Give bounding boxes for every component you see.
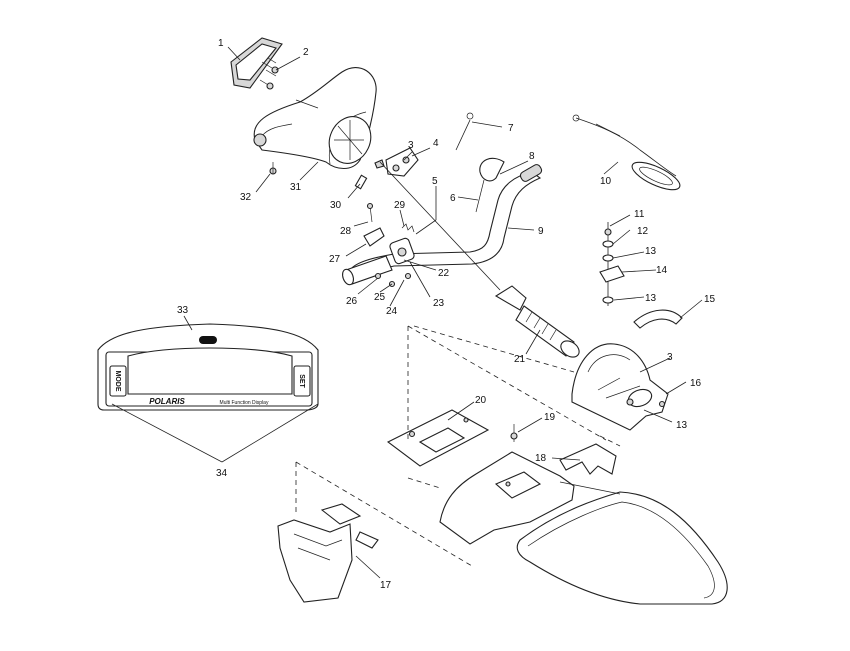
callout-23: 23	[433, 298, 445, 309]
part-17-lower-bracket	[277, 503, 379, 603]
callout-2: 2	[303, 47, 309, 58]
callout-3-top: 3	[408, 140, 414, 151]
callout-8: 8	[529, 151, 535, 162]
callout-14: 14	[656, 265, 668, 276]
callout-24: 24	[386, 306, 398, 317]
callout-18: 18	[535, 453, 547, 464]
callout-13-b: 13	[645, 293, 657, 304]
part-32-screw	[269, 162, 277, 175]
callout-1: 1	[218, 38, 224, 49]
part-30-pin	[354, 174, 368, 190]
part-1-gauge	[230, 37, 283, 89]
part-8-throttle-lever	[475, 157, 505, 213]
part-11-14-fastener-stack	[599, 222, 625, 306]
callout-7: 7	[508, 123, 514, 134]
part-4-clamp	[374, 147, 419, 177]
callout-34: 34	[216, 468, 228, 479]
part-16-steering-pedestal	[571, 343, 669, 431]
part-27-lever	[363, 227, 385, 247]
display-indicator-pill	[199, 336, 217, 344]
callout-16: 16	[690, 378, 702, 389]
callout-13-c: 13	[676, 420, 688, 431]
callout-labels: 1 2 3 4 5 6 7 8 9 10 11 12 13 14 13 15 3…	[177, 38, 716, 591]
part-33-display-bezel: MODE SET POLARIS Multi Function Display	[97, 323, 319, 411]
part-2-bolts	[259, 57, 279, 90]
part-18-hook-bracket	[559, 443, 617, 475]
display-subtitle: Multi Function Display	[220, 400, 269, 406]
part-15-arc-bracket	[633, 309, 683, 329]
part-28-screw	[366, 202, 374, 223]
callout-10: 10	[600, 176, 612, 187]
callout-31: 31	[290, 182, 302, 193]
callout-28: 28	[340, 226, 352, 237]
set-button-label: SET	[298, 374, 305, 388]
callout-11: 11	[634, 209, 645, 220]
callout-20: 20	[475, 395, 487, 406]
mode-button-label: MODE	[114, 371, 121, 392]
hull-housing	[439, 451, 728, 605]
part-19-screw	[510, 424, 518, 442]
leader-lines	[111, 46, 703, 579]
callout-3-pedestal: 3	[667, 352, 673, 363]
callout-26: 26	[346, 296, 358, 307]
callout-25: 25	[374, 292, 386, 303]
part-10-lanyard	[572, 114, 681, 191]
brand-logo-text: POLARIS	[149, 397, 185, 406]
part-24-26-small-parts	[374, 272, 412, 288]
part-31-steering-cover	[253, 66, 377, 170]
callout-27: 27	[329, 254, 341, 265]
callout-4: 4	[433, 138, 439, 149]
callout-19: 19	[544, 412, 556, 423]
callout-33: 33	[177, 305, 189, 316]
part-9-handlebar	[349, 164, 543, 281]
part-23-switch-housing	[389, 237, 415, 265]
assembly-dashed-lines	[295, 325, 621, 567]
callout-17: 17	[380, 580, 392, 591]
part-29-spring	[401, 223, 415, 233]
callout-13-a: 13	[645, 246, 657, 257]
callout-12: 12	[637, 226, 649, 237]
part-20-plate	[386, 409, 490, 467]
callout-5: 5	[432, 176, 438, 187]
part-7-cable	[455, 112, 474, 151]
callout-22: 22	[438, 268, 450, 279]
callout-9: 9	[538, 226, 544, 237]
callout-21: 21	[514, 354, 526, 365]
callout-15: 15	[704, 294, 716, 305]
callout-6: 6	[450, 193, 456, 204]
part-21-grip	[494, 285, 580, 358]
part-22-left-grip	[342, 255, 393, 286]
callout-29: 29	[394, 200, 406, 211]
callout-32: 32	[240, 192, 252, 203]
callout-30: 30	[330, 200, 342, 211]
